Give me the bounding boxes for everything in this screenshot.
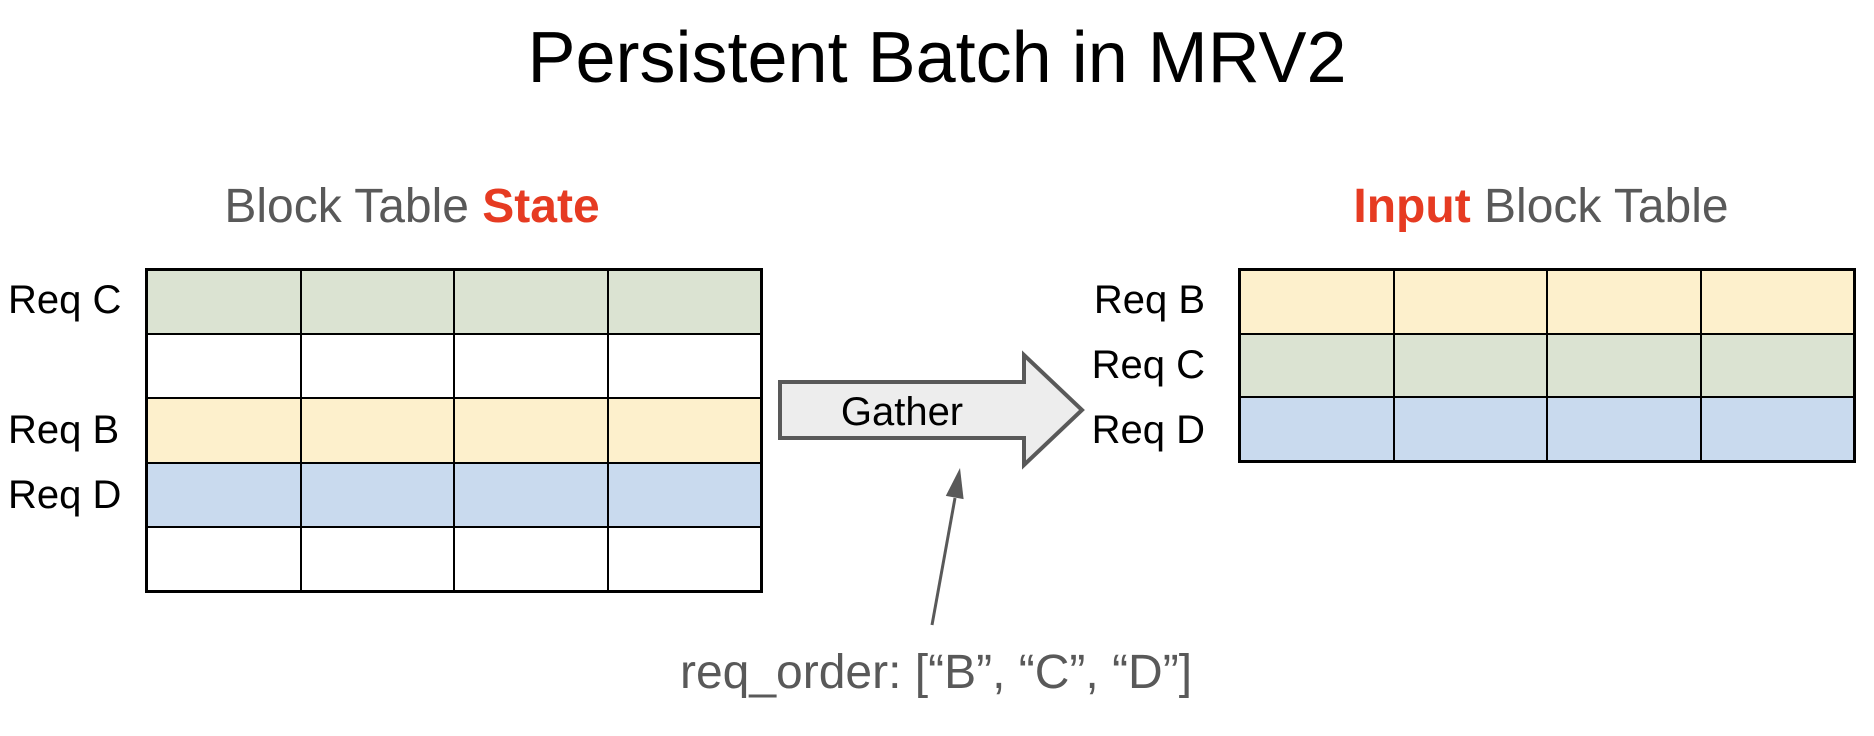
- row-label: Req C: [1091, 343, 1205, 387]
- row-label: Req D: [8, 473, 122, 517]
- table-cell: [300, 398, 454, 463]
- table-cell: [1547, 397, 1701, 461]
- table-cell: [607, 462, 761, 527]
- table-cell: [1393, 333, 1547, 398]
- table-cell: [1547, 333, 1701, 398]
- table-cell: [1393, 270, 1547, 334]
- table-cell: [300, 270, 454, 335]
- annotation-arrow-line: [930, 497, 957, 626]
- left-table-row-labels: Req C Req B Req D: [0, 268, 137, 593]
- table-cell: [1240, 333, 1394, 398]
- table-cell: [607, 526, 761, 591]
- table-cell: [607, 270, 761, 335]
- table-cell: [1240, 397, 1394, 461]
- row-label: Req B: [1093, 278, 1205, 322]
- table-cell: [607, 398, 761, 463]
- right-table-row-labels: Req B Req C Req D: [1063, 268, 1238, 463]
- annotation-arrow-head: [945, 468, 964, 500]
- row-label: [0, 333, 137, 398]
- table-cell: [1700, 270, 1854, 334]
- table-cell: [1240, 270, 1394, 334]
- table-cell: [147, 334, 301, 399]
- table-cell: [607, 334, 761, 399]
- right-table-title-red: Input: [1353, 180, 1471, 233]
- right-table-title-gray: Block Table: [1484, 180, 1729, 233]
- gather-arrow-shape: [778, 350, 1085, 470]
- left-table-title-gray: Block Table: [224, 180, 469, 233]
- gather-arrow: Gather: [778, 350, 1085, 470]
- table-cell: [300, 462, 454, 527]
- table-cell: [454, 334, 608, 399]
- row-label: Req B: [8, 408, 120, 452]
- gather-label: Gather: [841, 390, 963, 434]
- table-cell: [147, 398, 301, 463]
- table-cell: [147, 270, 301, 335]
- table-cell: [454, 270, 608, 335]
- block-table-state: [145, 268, 763, 593]
- table-cell: [454, 526, 608, 591]
- table-cell: [300, 334, 454, 399]
- table-cell: [454, 462, 608, 527]
- row-label: [0, 528, 137, 593]
- table-cell: [147, 526, 301, 591]
- table-cell: [1393, 397, 1547, 461]
- table-cell: [1547, 270, 1701, 334]
- table-cell: [147, 462, 301, 527]
- left-table-title-red: State: [482, 180, 600, 233]
- left-table-title: Block Table State: [224, 178, 599, 236]
- row-label: Req D: [1091, 408, 1205, 452]
- table-cell: [1700, 333, 1854, 398]
- page-title: Persistent Batch in MRV2: [527, 18, 1347, 98]
- table-cell: [300, 526, 454, 591]
- right-table-title: Input Block Table: [1353, 178, 1728, 236]
- row-label: Req C: [8, 278, 122, 322]
- table-cell: [1700, 397, 1854, 461]
- table-cell: [454, 398, 608, 463]
- req-order-text: req_order: [“B”, “C”, “D”]: [679, 646, 1193, 699]
- input-block-table: [1238, 268, 1856, 463]
- annotation-arrow: [930, 468, 964, 626]
